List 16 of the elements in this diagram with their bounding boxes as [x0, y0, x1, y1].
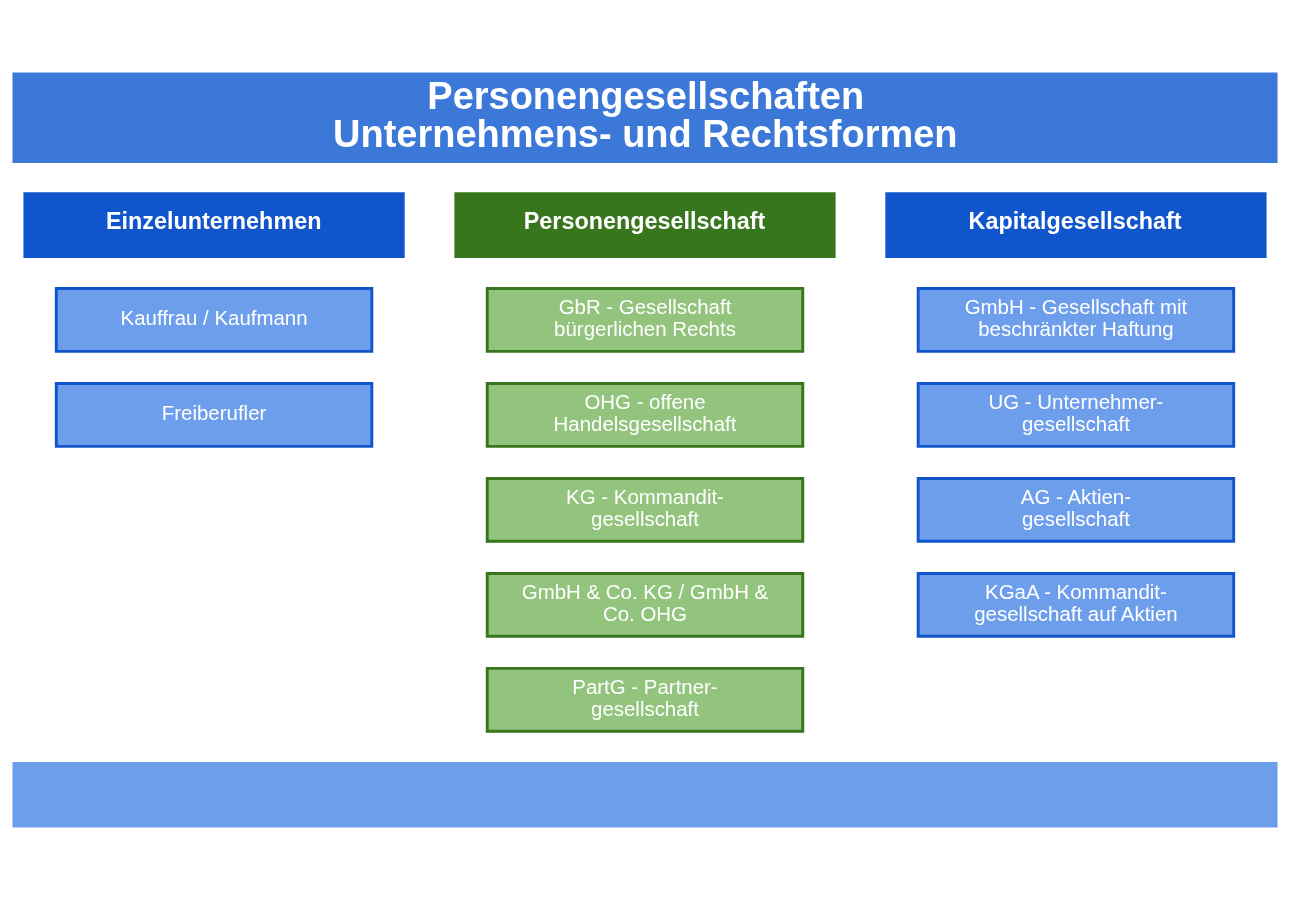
- node-box: KGaA - Kommandit- gesellschaft auf Aktien: [916, 572, 1236, 638]
- node-box: UG - Unternehmer- gesellschaft: [916, 382, 1236, 448]
- node-box: AG - Aktien- gesellschaft: [916, 477, 1236, 543]
- node-bar: [12, 761, 1278, 828]
- node-box: GmbH - Gesellschaft mit beschränkter Haftung: [916, 287, 1236, 353]
- node-box: Einzelunternehmen: [23, 192, 405, 258]
- node-box: Kapitalgesellschaft: [885, 192, 1267, 258]
- node-box: Freiberufler: [54, 382, 374, 448]
- node-box: GmbH & Co. KG / GmbH & Co. OHG: [485, 572, 805, 638]
- node-box: KG - Kommandit- gesellschaft: [485, 477, 805, 543]
- node-box: GbR - Gesellschaft bürgerlichen Rechts: [485, 287, 805, 353]
- node-box: Personengesellschaft: [454, 192, 836, 258]
- node-box: OHG - offene Handelsgesellschaft: [485, 382, 805, 448]
- node-box: Kauffrau / Kaufmann: [54, 287, 374, 353]
- node-box: PartG - Partner- gesellschaft: [485, 666, 805, 733]
- node-box: Personengesellschaften Unternehmens- und Rechtsformen: [12, 72, 1278, 163]
